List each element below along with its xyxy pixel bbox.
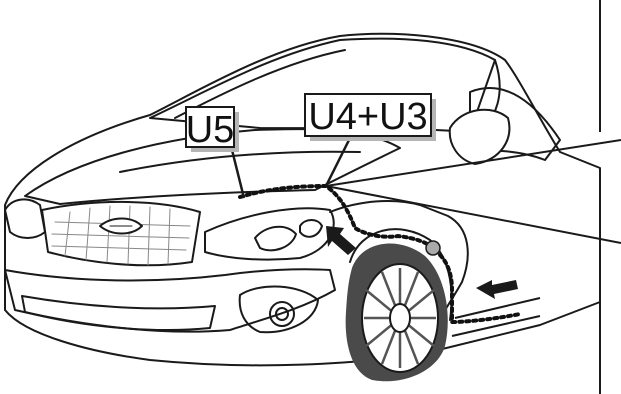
callout-u5-label: U5 [186,109,235,151]
callout-u4u3-label: U4+U3 [308,96,427,138]
wheel-hub [390,304,410,332]
wiring-grommet [426,241,440,255]
